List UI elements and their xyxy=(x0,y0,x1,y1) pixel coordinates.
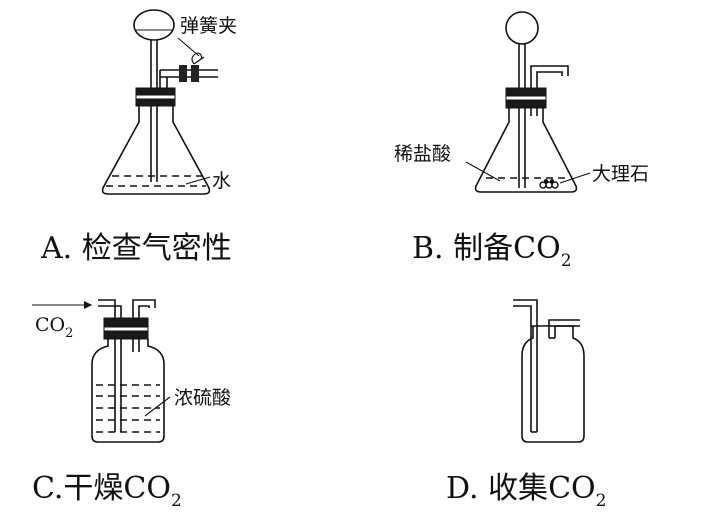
caption-b-formula: CO xyxy=(513,231,561,266)
caption-c: C.干燥CO2 xyxy=(32,471,182,511)
conc-acid-label: 浓硫酸 xyxy=(174,387,231,409)
tube-sleeve xyxy=(179,65,187,82)
funnel-bulb xyxy=(505,11,539,45)
caption-c-text: C.干燥 xyxy=(32,471,123,506)
panel-c-apparatus xyxy=(32,299,171,443)
panel-d-apparatus xyxy=(513,299,585,443)
caption-b-text: B. 制备 xyxy=(412,231,513,266)
caption-d-formula: CO xyxy=(548,471,596,506)
gas-in-formula: CO xyxy=(35,314,65,336)
caption-c-formula: CO xyxy=(123,471,171,506)
caption-a: A. 检查气密性 xyxy=(40,231,232,266)
conical-flask xyxy=(101,106,211,195)
caption-b-subscript: 2 xyxy=(561,251,572,271)
funnel-bulb xyxy=(133,9,175,41)
marble-label: 大理石 xyxy=(592,163,649,185)
caption-d: D. 收集CO2 xyxy=(446,471,606,511)
gas-wash-bottle xyxy=(91,339,165,443)
panel-a-apparatus xyxy=(101,9,218,195)
spring-clip-icon xyxy=(191,52,205,65)
caption-d-subscript: 2 xyxy=(596,491,607,511)
marble-chips-icon xyxy=(539,179,559,189)
caption-b: B. 制备CO2 xyxy=(412,231,572,271)
conical-flask xyxy=(474,108,578,193)
caption-c-subscript: 2 xyxy=(171,491,182,511)
spring-clip-label: 弹簧夹 xyxy=(180,15,237,37)
gas-in-subscript: 2 xyxy=(65,326,73,341)
caption-d-text: D. 收集 xyxy=(446,471,548,506)
acid-label: 稀盐酸 xyxy=(394,143,451,165)
arrow-icon xyxy=(84,301,92,309)
gas-collecting-bottle xyxy=(521,326,585,443)
water-label: 水 xyxy=(212,170,231,192)
gas-in-label: CO2 xyxy=(35,314,73,341)
panel-b-apparatus xyxy=(465,11,591,193)
